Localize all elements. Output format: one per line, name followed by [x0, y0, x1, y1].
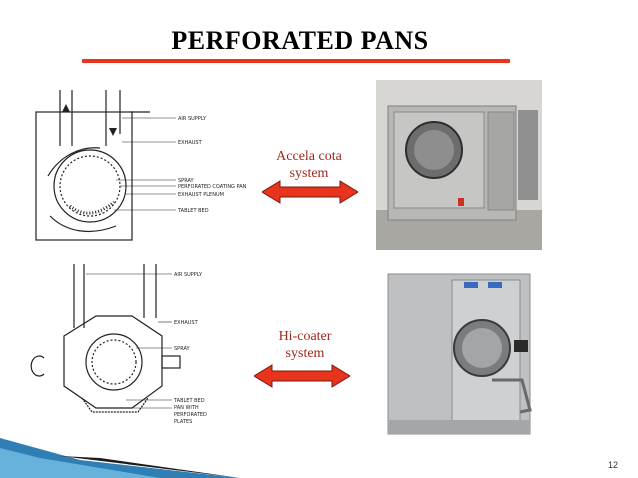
- slide-title: PERFORATED PANS: [171, 26, 429, 55]
- accela-cota-caption: Accela cota system: [250, 148, 368, 182]
- caption-line2: system: [289, 166, 329, 181]
- corner-swoosh-decoration: [0, 438, 240, 478]
- label-exhaust-2: EXHAUST: [174, 320, 199, 326]
- label-plates: PLATES: [174, 419, 192, 425]
- label-air-supply-2: AIR SUPPLY: [174, 272, 203, 278]
- label-spray-2: SPRAY: [174, 346, 190, 352]
- label-exhaust-plenum: EXHAUST PLENUM: [178, 192, 224, 198]
- double-arrow-icon: [254, 364, 350, 388]
- label-perforated-pan: PERFORATED COATING PAN: [178, 184, 247, 190]
- label-spray: SPRAY: [178, 178, 194, 184]
- accela-cota-diagram: AIR SUPPLY EXHAUST SPRAY PERFORATED COAT…: [30, 86, 258, 252]
- label-exhaust: EXHAUST: [178, 140, 203, 146]
- page-number: 12: [607, 460, 618, 470]
- title-underline: [82, 59, 510, 63]
- double-arrow-icon: [262, 180, 358, 204]
- label-perforated: PERFORATED: [174, 412, 207, 418]
- caption-line1: Accela cota: [276, 149, 342, 164]
- hi-coater-diagram: AIR SUPPLY EXHAUST SPRAY TABLET BED PAN …: [26, 258, 258, 428]
- caption-line1: Hi-coater: [278, 329, 332, 344]
- label-tablet-bed-2: TABLET BED: [173, 398, 205, 404]
- hi-coater-photo: [382, 270, 540, 442]
- label-air-supply: AIR SUPPLY: [178, 116, 207, 122]
- label-pan-with: PAN WITH: [174, 405, 199, 411]
- label-tablet-bed: TABLET BED: [177, 208, 209, 214]
- hi-coater-caption: Hi-coater system: [246, 328, 364, 362]
- caption-line2: system: [285, 346, 325, 361]
- accela-cota-photo: [376, 80, 542, 250]
